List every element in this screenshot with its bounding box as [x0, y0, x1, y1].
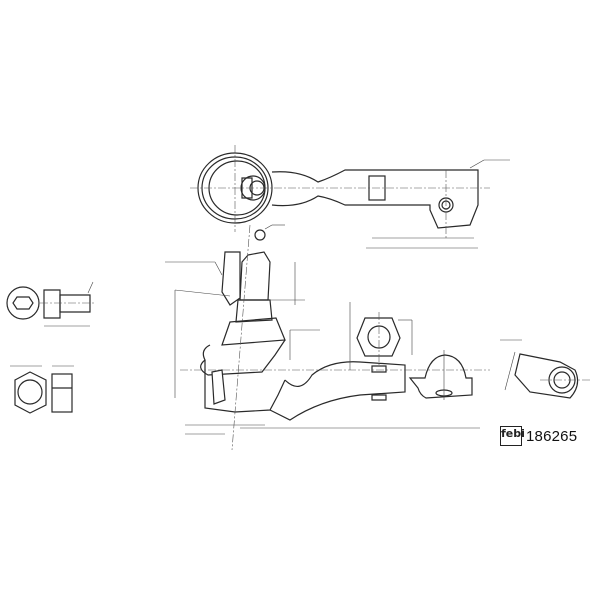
top-view-tie-rod-end — [190, 145, 510, 249]
side-view-ball-joint-section — [165, 224, 490, 451]
brand-label: febi 186265 — [500, 426, 577, 446]
nut-detail — [10, 365, 74, 414]
eye-end-detail — [408, 350, 473, 400]
febi-logo: febi — [500, 426, 525, 446]
end-view-detail — [500, 339, 590, 399]
part-number: 186265 — [526, 427, 578, 445]
bolt-detail — [6, 281, 96, 327]
nut-section-detail — [356, 312, 413, 401]
